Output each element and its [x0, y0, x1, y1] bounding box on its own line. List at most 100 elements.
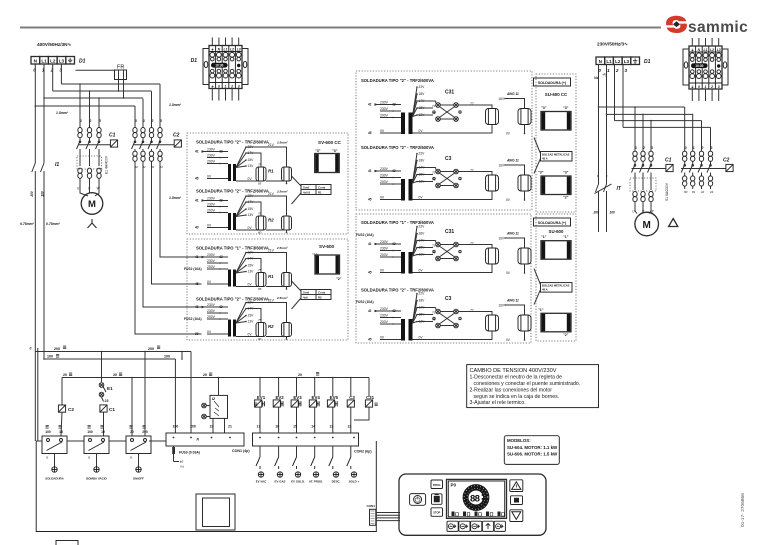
svg-text:U: U	[632, 210, 635, 214]
svg-text:P0: P0	[451, 483, 457, 488]
svg-text:I0: I0	[130, 456, 133, 460]
svg-text:21: 21	[228, 425, 232, 429]
svg-text:PROG: PROG	[433, 483, 441, 487]
svg-text:65: 65	[258, 287, 262, 291]
svg-text:0V: 0V	[207, 280, 212, 284]
svg-text:71: 71	[432, 311, 436, 315]
svg-text:"3": "3"	[538, 171, 544, 175]
svg-text:0: 0	[33, 68, 36, 73]
svg-text:200V: 200V	[380, 114, 389, 118]
svg-text:200V: 200V	[380, 180, 389, 184]
svg-text:77: 77	[470, 169, 474, 173]
svg-text:20: 20	[63, 373, 67, 377]
svg-text:100: 100	[164, 355, 170, 359]
svg-text:16V: 16V	[498, 97, 505, 101]
svg-text:22: 22	[210, 425, 214, 429]
svg-text:SOLDADURA TIPO "2" - TRF2/600V: SOLDADURA TIPO "2" - TRF2/600VA	[196, 189, 269, 194]
svg-text:EV VAC: EV VAC	[256, 480, 267, 484]
svg-text:0V: 0V	[506, 198, 511, 202]
svg-text:88: 88	[470, 493, 480, 504]
svg-text:SOLDADURA TIPO "1" - TRF3/600V: SOLDADURA TIPO "1" - TRF3/600VA	[361, 220, 434, 225]
svg-text:FR: FR	[117, 65, 124, 71]
svg-text:0V: 0V	[248, 226, 253, 230]
svg-text:1: 1	[80, 119, 82, 123]
svg-text:D1: D1	[191, 58, 198, 64]
svg-text:SU-600: SU-600	[549, 229, 564, 234]
svg-text:SOLDADURA TIPO "2" - TRF2/600V: SOLDADURA TIPO "2" - TRF2/600VA	[196, 297, 269, 302]
svg-text:M: M	[643, 220, 651, 231]
svg-text:2: 2	[615, 68, 619, 73]
svg-text:75: 75	[258, 163, 262, 167]
svg-text:C1: C1	[109, 133, 116, 139]
svg-text:SOLD +: SOLD +	[349, 480, 360, 484]
svg-text:S1 6A/230V: S1 6A/230V	[665, 182, 669, 201]
svg-text:C31: C31	[445, 229, 454, 235]
svg-text:230V: 230V	[380, 240, 389, 244]
svg-text:I0: I0	[88, 456, 91, 460]
svg-text:15V: 15V	[248, 158, 255, 162]
svg-text:15V: 15V	[248, 264, 255, 268]
svg-text:20: 20	[298, 373, 302, 377]
svg-text:L3: L3	[624, 59, 630, 64]
svg-text:C31: C31	[445, 90, 454, 96]
svg-text:15V: 15V	[248, 207, 255, 211]
svg-text:C1: C1	[665, 158, 672, 164]
svg-text:100: 100	[41, 191, 45, 197]
svg-text:N: N	[34, 59, 38, 64]
svg-text:41: 41	[367, 242, 372, 246]
svg-text:AWG 11: AWG 11	[506, 159, 519, 163]
svg-text:230V: 230V	[207, 154, 216, 158]
svg-text:AWG 11: AWG 11	[506, 232, 519, 236]
svg-text:200V: 200V	[207, 265, 216, 269]
svg-text:I2: I2	[212, 397, 216, 401]
svg-text:22V: 22V	[419, 85, 426, 89]
svg-text:0V: 0V	[419, 129, 424, 133]
svg-text:FUS2 (10A): FUS2 (10A)	[356, 300, 374, 304]
svg-text:ON/OFF: ON/OFF	[133, 477, 144, 481]
svg-text:3: 3	[625, 68, 628, 73]
svg-text:71: 71	[432, 104, 436, 108]
svg-text:3: 3	[59, 68, 62, 73]
svg-text:Corte: Corte	[318, 185, 326, 189]
svg-text:41: 41	[367, 309, 372, 313]
svg-text:42: 42	[151, 165, 155, 169]
svg-text:45: 45	[367, 131, 372, 135]
svg-text:2.5mm²: 2.5mm²	[276, 296, 289, 300]
svg-text:45: 45	[194, 177, 199, 181]
svg-text:230V: 230V	[380, 167, 389, 171]
svg-text:FUS2 (10A): FUS2 (10A)	[184, 317, 202, 321]
svg-text:1: 1	[42, 68, 45, 73]
svg-text:"1": "1"	[538, 308, 544, 312]
svg-text:SOLDADURA: SOLDADURA	[45, 477, 64, 481]
svg-text:C2: C2	[723, 158, 730, 164]
svg-text:3: 3	[711, 146, 713, 150]
svg-text:45: 45	[367, 338, 372, 342]
svg-text:60: 60	[258, 337, 262, 341]
svg-text:0V: 0V	[207, 175, 212, 179]
svg-text:80: 80	[195, 332, 199, 336]
svg-text:230V: 230V	[207, 309, 216, 313]
svg-text:100: 100	[45, 430, 51, 434]
svg-text:45: 45	[367, 198, 372, 202]
svg-text:0: 0	[685, 146, 687, 150]
svg-text:CAMBIO DE TENSION 400V/230V: CAMBIO DE TENSION 400V/230V	[470, 368, 557, 374]
svg-text:EV1: EV1	[257, 395, 266, 400]
svg-text:100: 100	[610, 211, 616, 215]
svg-text:13V: 13V	[248, 213, 255, 217]
svg-text:L2: L2	[615, 59, 621, 64]
svg-text:100: 100	[173, 425, 179, 429]
svg-text:200V: 200V	[380, 320, 389, 324]
svg-text:0V: 0V	[207, 224, 212, 228]
svg-text:18V: 18V	[419, 159, 426, 163]
svg-text:DESC.: DESC.	[332, 480, 341, 484]
svg-text:0.75mm²: 0.75mm²	[46, 222, 61, 226]
svg-text:R1: R1	[318, 190, 322, 194]
svg-text:AWG 11: AWG 11	[506, 92, 519, 96]
svg-text:BOMBA VACIO: BOMBA VACIO	[86, 477, 107, 481]
svg-text:17: 17	[257, 425, 261, 429]
svg-text:230V: 230V	[380, 107, 389, 111]
svg-text:73: 73	[432, 111, 436, 115]
svg-text:AWG 11: AWG 11	[506, 299, 519, 303]
svg-text:15V: 15V	[248, 314, 255, 318]
svg-text:100: 100	[87, 430, 93, 434]
